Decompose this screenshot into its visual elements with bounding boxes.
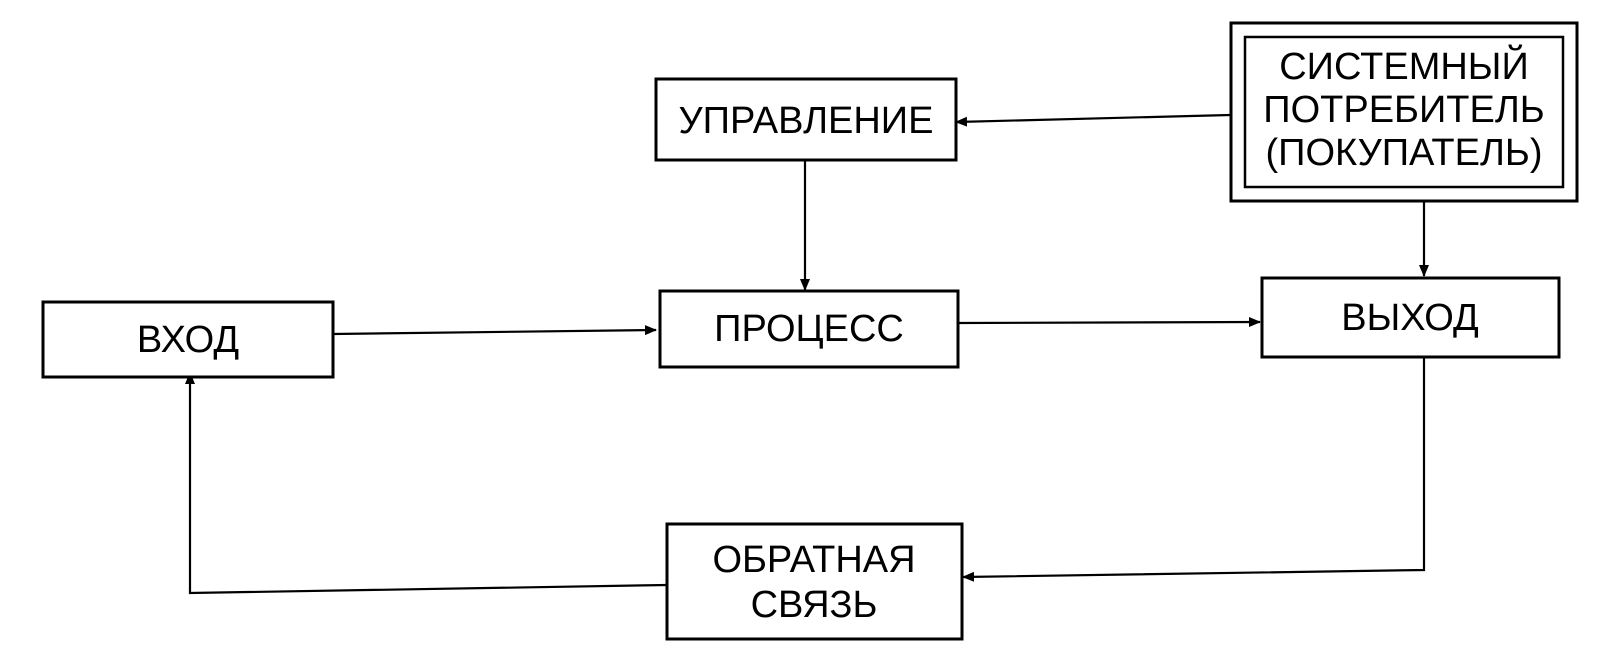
node-potrebitel-label-line1: СИСТЕМНЫЙ [1279,43,1529,88]
node-obratnaya-svyaz: ОБРАТНАЯ СВЯЗЬ [665,522,964,641]
node-vhod-label: ВХОД [137,319,239,361]
node-sistemny-potrebitel: СИСТЕМНЫЙ ПОТРЕБИТЕЛЬ (ПОКУПАТЕЛЬ) [1229,21,1579,203]
node-obratnaya-label-line2: СВЯЗЬ [751,584,878,626]
node-upravlenie-label: УПРАВЛЕНИЕ [679,100,934,142]
node-vhod: ВХОД [41,300,335,379]
node-process-label: ПРОЦЕСС [714,308,904,350]
node-vyhod: ВЫХОД [1260,276,1561,359]
node-obratnaya-label-line1: ОБРАТНАЯ [712,539,915,581]
node-vyhod-label: ВЫХОД [1341,297,1479,339]
node-upravlenie: УПРАВЛЕНИЕ [654,77,958,162]
arrow-process-to-vyhod [957,317,1261,328]
node-potrebitel-label-line3: (ПОКУПАТЕЛЬ) [1265,132,1542,174]
node-process: ПРОЦЕСС [658,289,960,369]
arrow-potrebitel-to-upravlenie [955,113,1231,127]
arrow-vyhod-to-obratnaya [962,358,1426,582]
node-potrebitel-label-line2: ПОТРЕБИТЕЛЬ [1263,89,1544,131]
arrow-obratnaya-to-vhod [185,372,668,595]
arrow-vhod-to-process [332,325,657,336]
